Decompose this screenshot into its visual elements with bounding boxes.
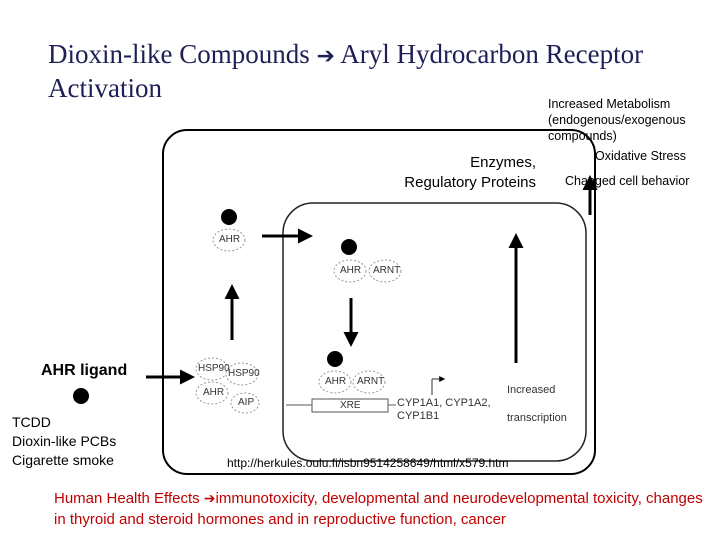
hsp90-oval bbox=[225, 362, 259, 386]
source-cigarette: Cigarette smoke bbox=[12, 452, 114, 468]
genes-line1: CYP1A1, CYP1A2, bbox=[397, 397, 491, 409]
outcome-endo-exo-line1: (endogenous/exogenous bbox=[548, 113, 686, 127]
outcome-endo-exo-line2: compounds) bbox=[548, 129, 617, 143]
ahr-ligand-label: AHR ligand bbox=[41, 362, 128, 379]
label-ahr: AHR bbox=[219, 234, 241, 245]
arrow-right-icon: ➔ bbox=[203, 490, 216, 506]
label-increased: Increased bbox=[507, 384, 556, 396]
health-effects: Human Health Effects ➔immunotoxicity, de… bbox=[54, 488, 714, 530]
label-aip: AIP bbox=[238, 397, 255, 408]
enzymes-label-line2: Regulatory Proteins bbox=[404, 174, 536, 191]
slide-title: Dioxin-like Compounds ➔ Aryl Hydrocarbon… bbox=[48, 38, 720, 104]
arnt-oval bbox=[368, 259, 402, 283]
title-part1: Dioxin-like Compounds bbox=[48, 39, 317, 69]
label-hsp90-a: HSP90 bbox=[198, 363, 230, 374]
genes-line2: CYP1B1 bbox=[397, 410, 440, 422]
outcome-increased-metabolism: Increased Metabolism bbox=[548, 97, 671, 111]
label-hsp90-b: HSP90 bbox=[228, 368, 260, 379]
ligand-dot bbox=[221, 209, 237, 225]
enzymes-label-line1: Enzymes, bbox=[470, 154, 536, 171]
cell-membrane bbox=[162, 129, 596, 475]
outcome-oxidative-stress: Oxidative Stress bbox=[595, 149, 687, 163]
ahr-oval bbox=[212, 228, 246, 252]
source-pcbs: Dioxin-like PCBs bbox=[12, 433, 117, 449]
label-transcription: transcription bbox=[507, 412, 567, 424]
label-ahr: AHR bbox=[325, 376, 347, 387]
ahr-oval bbox=[195, 381, 229, 405]
ligand-dot bbox=[327, 351, 343, 367]
label-arnt: ARNT bbox=[373, 265, 401, 276]
label-ahr: AHR bbox=[203, 387, 225, 398]
arrow-right-icon: ➔ bbox=[316, 43, 335, 68]
ahr-oval bbox=[333, 259, 367, 283]
source-url: http://herkules.oulu.fi/isbn9514258649/h… bbox=[227, 456, 509, 470]
label-xre: XRE bbox=[340, 400, 361, 411]
source-tcdd: TCDD bbox=[12, 414, 51, 430]
label-ahr: AHR bbox=[340, 265, 362, 276]
arnt-oval bbox=[352, 370, 386, 394]
ligand-dot bbox=[73, 388, 89, 404]
ahr-oval bbox=[318, 370, 352, 394]
label-arnt: ARNT bbox=[357, 376, 385, 387]
health-lead: Human Health Effects bbox=[54, 490, 204, 507]
health-text: immunotoxicity, developmental and neurod… bbox=[54, 490, 703, 528]
aip-oval bbox=[230, 392, 260, 414]
title-part2: Aryl Hydrocarbon Receptor Activation bbox=[48, 39, 644, 103]
nucleus-membrane bbox=[282, 202, 587, 462]
ligand-dot bbox=[341, 239, 357, 255]
